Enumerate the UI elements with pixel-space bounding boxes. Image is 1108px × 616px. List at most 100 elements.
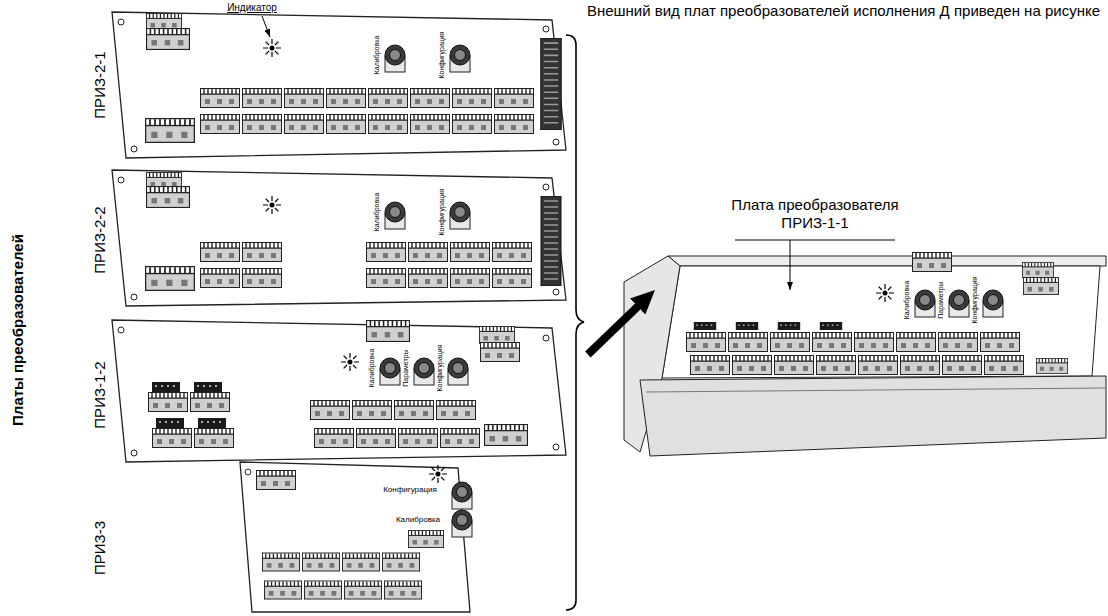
terminal-block [146, 13, 181, 30]
indicator-led [429, 465, 447, 483]
terminal-block [149, 393, 188, 412]
pin-header [736, 322, 758, 330]
terminal-block [344, 581, 381, 599]
button-label: Параметры [402, 349, 410, 386]
push-button [448, 358, 468, 385]
button-label: Калибровка [373, 36, 381, 75]
terminal-row [201, 89, 366, 108]
mount-hole [543, 184, 549, 190]
terminal-row [311, 401, 476, 420]
mount-hole [118, 177, 124, 183]
terminal-row [859, 356, 1024, 375]
push-button [452, 482, 472, 509]
push-button [452, 510, 472, 537]
pin-header [194, 382, 222, 392]
terminal-block [243, 243, 282, 262]
button-label: Конфигурация [436, 345, 444, 392]
callout-underline [735, 240, 895, 241]
button-label: Конфигурация [438, 189, 446, 236]
push-button [915, 290, 935, 317]
leader-line [262, 16, 270, 37]
indicator-label: Индикатор [227, 2, 277, 14]
board-name: Платы преобразователей [9, 234, 27, 426]
push-button [983, 290, 1003, 317]
push-button [385, 45, 405, 72]
terminal-block [304, 581, 341, 599]
pin-header [694, 322, 716, 330]
terminal-row [367, 243, 532, 262]
push-button [949, 290, 969, 317]
button-label: Конфигурация [438, 32, 446, 79]
mount-hole [131, 450, 137, 456]
mount-hole [543, 26, 549, 32]
bracket [566, 35, 584, 610]
board-outline: ПРИЗ-3 [88, 458, 474, 616]
board-outline: ПРИЗ-2-1 [88, 8, 570, 160]
board-name: ПРИЗ-1-2 [91, 361, 109, 428]
terminal-block [1023, 277, 1058, 294]
terminal-block [913, 253, 952, 272]
indicator-led [263, 39, 281, 57]
terminal-block [195, 429, 234, 448]
terminal-row [855, 333, 1020, 352]
indicator-led [263, 196, 281, 214]
terminal-row [691, 356, 856, 375]
terminal-block [257, 471, 296, 490]
terminal-block [485, 425, 528, 446]
terminal-row [369, 89, 534, 108]
push-button [385, 202, 405, 229]
circuit-board [112, 12, 566, 158]
flow-arrow [588, 300, 645, 355]
board-group: ПРИЗ-2-1ПРИЗ-2-2ПРИЗ-1-2ПРИЗ-3Платы прео… [0, 0, 585, 616]
button-label: Калибровка [903, 281, 911, 320]
housing-floor [662, 266, 1100, 378]
button-label: Калибровка [368, 349, 376, 388]
terminal-block [146, 119, 195, 143]
terminal-block [262, 553, 299, 571]
housing-edge [646, 388, 1106, 392]
button-label: Калибровка [396, 515, 440, 525]
terminal-block [147, 29, 190, 50]
circuit-board [240, 462, 470, 612]
terminal-block [191, 393, 230, 412]
housing-front [640, 376, 1106, 456]
terminal-block [147, 187, 190, 208]
terminal-block [367, 321, 410, 342]
indicator-led [341, 353, 359, 371]
mount-hole [553, 444, 559, 450]
circuit-board [112, 320, 566, 462]
terminal-block [382, 553, 419, 571]
mount-hole [245, 469, 251, 475]
button-label: Калибровка [373, 193, 381, 232]
terminal-block [146, 267, 195, 291]
terminal-block [302, 553, 339, 571]
terminal-block [479, 326, 514, 343]
board-name: ПРИЗ-2-1 [91, 51, 109, 118]
mount-hole [553, 289, 559, 295]
board-group: Плата преобразователя ПРИЗ-1-1 [655, 190, 1108, 460]
button-label: Параметры [937, 281, 945, 318]
ribbon-connector [541, 38, 561, 130]
terminal-row [367, 269, 532, 288]
terminal-block [153, 429, 192, 448]
pin-header [778, 322, 800, 330]
terminal-block [408, 530, 443, 547]
terminal-block [264, 581, 301, 599]
board-name: ПРИЗ-3 [91, 521, 109, 575]
terminal-row [369, 115, 534, 134]
pin-header [156, 418, 184, 428]
terminal-block [243, 269, 282, 288]
pin-header [152, 382, 180, 392]
pin-header [820, 322, 842, 330]
mount-hole [553, 139, 559, 145]
push-button [414, 358, 434, 385]
terminal-block [1022, 262, 1053, 277]
terminal-row [687, 333, 852, 352]
circuit-board [112, 170, 566, 306]
button-label: Конфигурация [971, 277, 979, 324]
mount-hole [118, 19, 124, 25]
button-label: Конфигурация [383, 485, 437, 495]
mount-hole [543, 335, 549, 341]
terminal-row [201, 115, 366, 134]
